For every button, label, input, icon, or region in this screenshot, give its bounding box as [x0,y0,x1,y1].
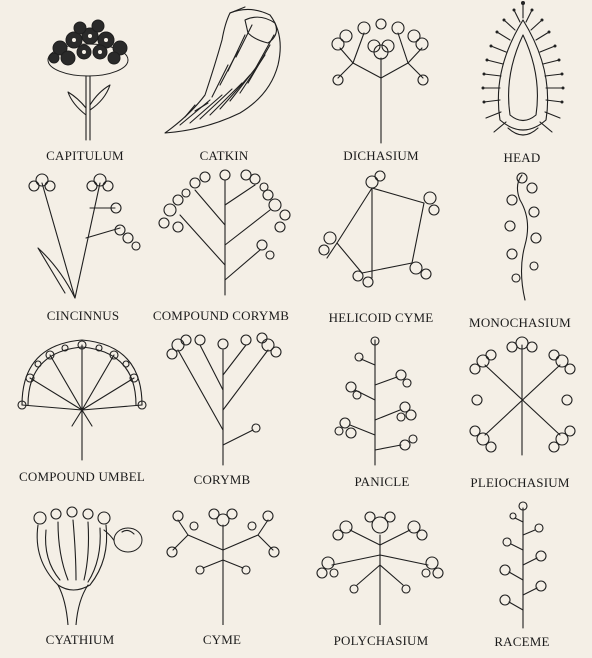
corymb-illustration [158,330,288,470]
cyme-illustration [158,500,288,625]
capitulum-illustration [20,0,150,145]
label-head: HEAD [504,150,541,166]
polychasium-illustration [312,495,452,625]
label-cyme: CYME [203,632,241,648]
label-dichasium: DICHASIUM [343,148,418,164]
dichasium-illustration [318,8,448,148]
label-cincinnus: CINCINNUS [47,308,120,324]
label-raceme: RACEME [494,634,549,650]
cincinnus-illustration [20,168,160,303]
label-panicle: PANICLE [354,474,409,490]
label-capitulum: CAPITULUM [46,148,124,164]
label-corymb: CORYMB [194,472,251,488]
label-compound-umbel: COMPOUND UMBEL [19,469,145,485]
compound-umbel-illustration [10,330,160,465]
head-illustration [470,0,580,150]
label-helicoid-cyme: HELICOID CYME [329,310,434,326]
panicle-illustration [325,335,435,470]
label-pleiochasium: PLEIOCHASIUM [470,475,569,491]
label-compound-corymb: COMPOUND CORYMB [153,308,289,324]
helicoid-cyme-illustration [312,168,452,303]
label-catkin: CATKIN [200,148,249,164]
label-cyathium: CYATHIUM [46,632,115,648]
label-monochasium: MONOCHASIUM [469,315,571,331]
catkin-illustration [150,5,310,145]
cyathium-illustration [18,500,148,625]
pleiochasium-illustration [465,335,585,465]
compound-corymb-illustration [150,165,300,300]
monochasium-illustration [480,170,570,305]
label-polychasium: POLYCHASIUM [334,633,429,649]
raceme-illustration [485,500,565,630]
